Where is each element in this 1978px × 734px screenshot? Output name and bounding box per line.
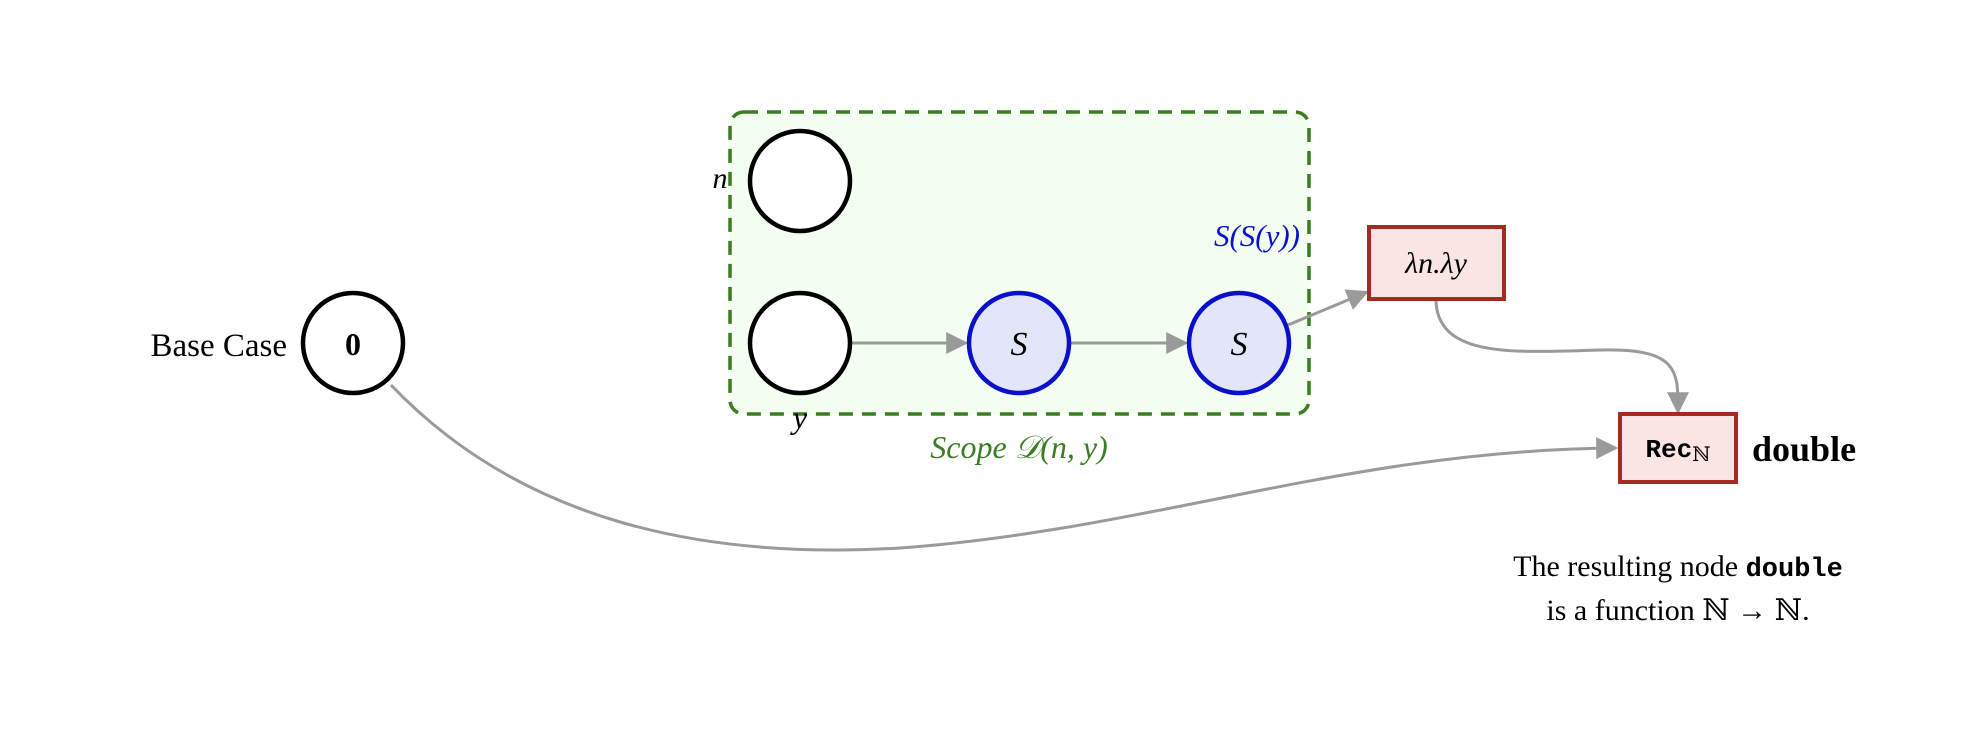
base-case-value: 0 (345, 326, 361, 362)
rec-node-name: double (1752, 429, 1856, 469)
successor-label-1: S (1011, 326, 1028, 363)
rec-node[interactable] (1618, 412, 1738, 484)
lambda-label: λn.λy (1404, 247, 1467, 280)
edge-base-to-rec (389, 383, 1619, 552)
caption-line-2: is a function ℕ → ℕ. (1546, 594, 1809, 627)
base-case-label: Base Case (150, 328, 287, 364)
var-n-label: n (713, 162, 728, 195)
rec-label: Recℕ (1645, 435, 1710, 466)
var-y-node[interactable] (747, 290, 853, 396)
rec-label-subscript: ℕ (1692, 444, 1710, 466)
successor-node-1[interactable] (966, 290, 1072, 396)
edge-lambda-to-rec (1434, 298, 1690, 415)
rec-label-main: Rec (1645, 435, 1692, 465)
var-n-node[interactable] (747, 128, 853, 234)
caption-text: The resulting node (1513, 550, 1745, 583)
edge-s2-to-lambda (1287, 289, 1370, 327)
scope-label: Scope 𝒟(n, y) (930, 429, 1107, 465)
var-y-label: y (790, 399, 808, 435)
result-expression-label: S(S(y)) (1214, 218, 1300, 253)
base-case-node[interactable] (300, 290, 406, 396)
scope-box (728, 110, 1311, 416)
caption-line-1: The resulting node double (1513, 550, 1843, 585)
caption-code: double (1746, 555, 1843, 585)
successor-node-2[interactable] (1186, 290, 1292, 396)
lambda-node[interactable] (1367, 225, 1506, 301)
successor-label-2: S (1231, 326, 1248, 363)
